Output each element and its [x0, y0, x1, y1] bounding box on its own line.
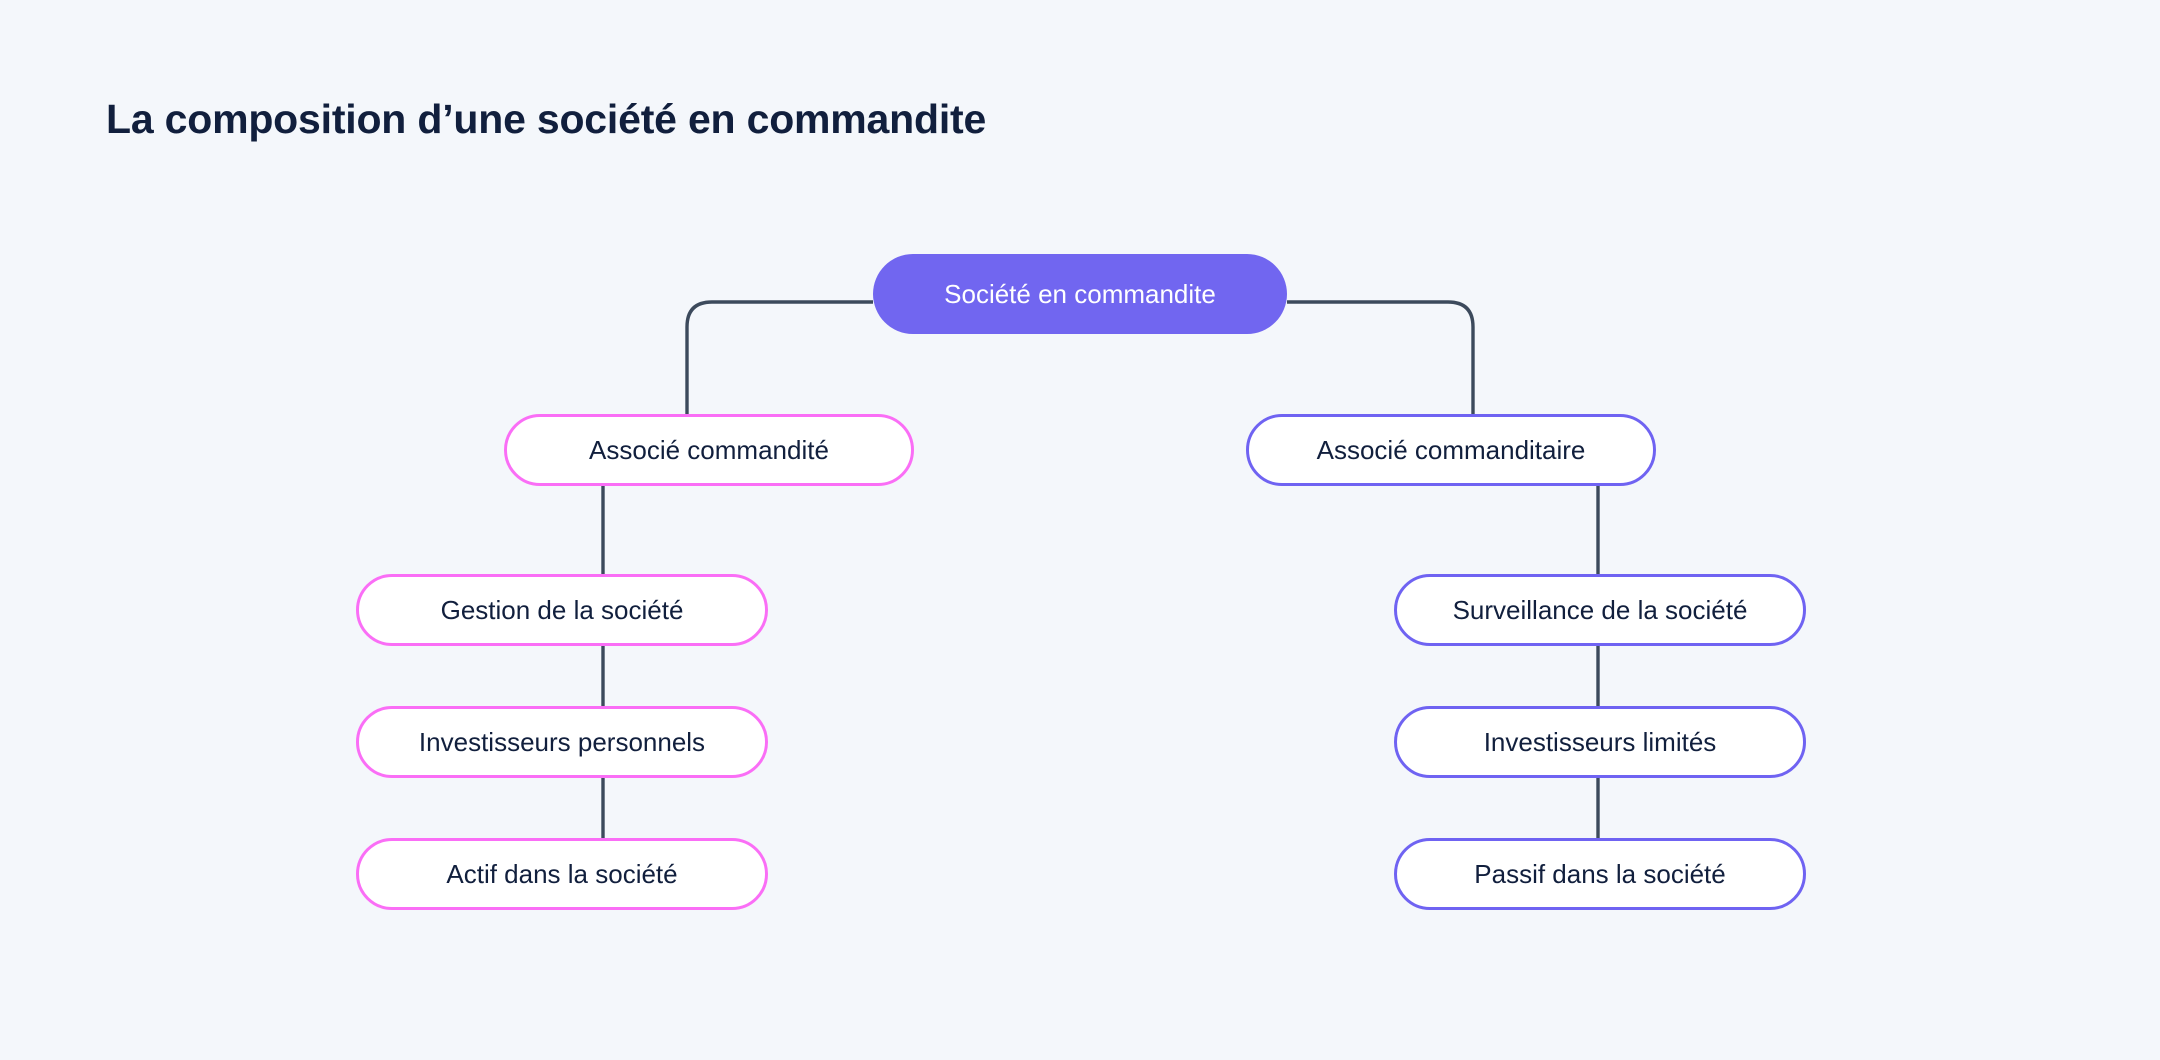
node-actif-dans-la-societe[interactable]: Actif dans la société [356, 838, 768, 910]
page-title: La composition d’une société en commandi… [106, 96, 987, 142]
node-gestion-de-la-societe[interactable]: Gestion de la société [356, 574, 768, 646]
node-label: Actif dans la société [446, 859, 678, 889]
node-label: Gestion de la société [440, 595, 684, 625]
node-label: Passif dans la société [1474, 859, 1726, 889]
node-investisseurs-limites[interactable]: Investisseurs limités [1394, 706, 1806, 778]
node-investisseurs-personnels[interactable]: Investisseurs personnels [356, 706, 768, 778]
node-associe-commanditaire[interactable]: Associé commanditaire [1246, 414, 1656, 486]
node-passif-dans-la-societe[interactable]: Passif dans la société [1394, 838, 1806, 910]
node-societe-en-commandite[interactable]: Société en commandite [873, 254, 1287, 334]
node-label: Associé commandité [589, 435, 829, 465]
node-label: Investisseurs personnels [418, 727, 706, 757]
node-label: Investisseurs limités [1483, 727, 1717, 757]
node-associe-commandite[interactable]: Associé commandité [504, 414, 914, 486]
node-label: Associé commanditaire [1316, 435, 1586, 465]
node-surveillance-de-la-societe[interactable]: Surveillance de la société [1394, 574, 1806, 646]
node-label: Société en commandite [944, 279, 1216, 309]
node-label: Surveillance de la société [1452, 595, 1748, 625]
